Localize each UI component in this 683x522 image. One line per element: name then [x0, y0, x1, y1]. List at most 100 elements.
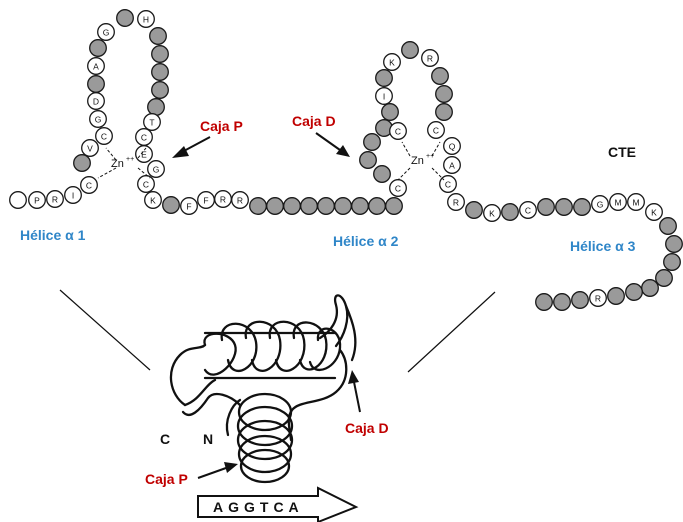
- helix-2-label: Hélice α 2: [333, 233, 399, 249]
- residue-labeled: [10, 192, 27, 209]
- residue-letter: I: [383, 92, 385, 102]
- residue-grey: [402, 42, 419, 59]
- residue-grey: [335, 198, 352, 215]
- residue-grey: [152, 82, 169, 99]
- residue-grey: [432, 68, 449, 85]
- residue-letter: K: [651, 208, 657, 218]
- residue-grey: [152, 46, 169, 63]
- helix-3-label: Hélice α 3: [570, 238, 636, 254]
- dna-half-site-arrow: AGGTCA: [198, 488, 356, 522]
- zoom-line-right: [408, 292, 495, 372]
- residue-grey: [250, 198, 267, 215]
- residue-letter: K: [489, 209, 495, 219]
- residue-letter: P: [34, 196, 40, 206]
- residue-grey: [436, 104, 453, 121]
- residue-letter: H: [143, 15, 149, 25]
- residue-letter: I: [72, 191, 74, 201]
- residue-grey: [267, 198, 284, 215]
- residue-grey: [572, 292, 589, 309]
- residue-letter: C: [141, 133, 147, 143]
- residue-letter: C: [143, 180, 149, 190]
- residue-grey: [369, 198, 386, 215]
- residue-grey: [90, 40, 107, 57]
- residue-letter: R: [237, 196, 243, 206]
- residue-grey: [163, 197, 180, 214]
- residue-grey: [152, 64, 169, 81]
- residue-grey: [150, 28, 167, 45]
- residue-letter: R: [427, 54, 433, 64]
- residue-grey: [88, 76, 105, 93]
- caja-p-arrow-bottom: [198, 462, 238, 478]
- cte-label: CTE: [608, 144, 636, 160]
- residue-grey: [436, 86, 453, 103]
- zinc-charge-2: ++: [426, 153, 434, 160]
- residue-grey: [376, 70, 393, 87]
- caja-p-arrow-top: [172, 137, 210, 158]
- residue-grey: [74, 155, 91, 172]
- zinc-ion-1: Zn: [111, 158, 124, 170]
- caja-d-arrow-top: [316, 133, 350, 157]
- residue-grey: [284, 198, 301, 215]
- residue-letter: G: [153, 165, 160, 175]
- residue-letter: C: [525, 206, 531, 216]
- residue-letter: R: [453, 198, 459, 208]
- residue-grey: [301, 198, 318, 215]
- residue-letter: A: [449, 161, 455, 171]
- residue-grey: [386, 198, 403, 215]
- residue-letter: R: [220, 195, 226, 205]
- residue-grey: [360, 152, 377, 169]
- dna-sequence: AGGTCA: [213, 499, 304, 515]
- residue-grey: [117, 10, 134, 27]
- zinc-ion-2: Zn: [411, 155, 424, 167]
- residue-letter: F: [203, 196, 208, 206]
- residue-letter: A: [93, 62, 99, 72]
- residue-letter: M: [614, 198, 621, 208]
- residue-grey: [608, 288, 625, 305]
- zoom-line-left: [60, 290, 150, 370]
- residue-grey: [574, 199, 591, 216]
- residue-grey: [148, 99, 165, 116]
- residue-letter: C: [86, 181, 92, 191]
- caja-d-label-bottom: Caja D: [345, 420, 389, 436]
- residue-letter: R: [52, 195, 58, 205]
- zinc-charge-1: ++: [126, 156, 134, 163]
- residue-letter: F: [186, 202, 191, 212]
- residue-letter: K: [150, 196, 156, 206]
- caja-d-arrow-bottom: [348, 370, 360, 412]
- residue-grey: [318, 198, 335, 215]
- residue-letter: C: [395, 127, 401, 137]
- residue-letter: T: [149, 118, 154, 128]
- residue-letter: G: [597, 200, 604, 210]
- residue-letter: V: [87, 144, 93, 154]
- zinc-coordination-lines-1: [98, 148, 150, 178]
- n-terminus-label: N: [203, 431, 213, 447]
- residue-grey: [556, 199, 573, 216]
- residue-grey: [664, 254, 681, 271]
- residue-grey: [642, 280, 659, 297]
- residue-grey: [626, 284, 643, 301]
- residue-letter: C: [101, 132, 107, 142]
- residue-letter: E: [141, 150, 147, 160]
- caja-d-label-top: Caja D: [292, 113, 336, 129]
- residue-letter: C: [445, 180, 451, 190]
- residue-letter: Q: [449, 142, 456, 152]
- residue-grey: [536, 294, 553, 311]
- residue-letter: M: [632, 198, 639, 208]
- residue-grey: [374, 166, 391, 183]
- residue-letter: G: [103, 28, 110, 38]
- residue-grey: [656, 270, 673, 287]
- residue-grey: [352, 198, 369, 215]
- residue-grey: [554, 294, 571, 311]
- caja-p-label-top: Caja P: [200, 118, 243, 134]
- residue-grey: [660, 218, 677, 235]
- residue-letter: K: [389, 58, 395, 68]
- residue-letter: C: [433, 126, 439, 136]
- helix-1-label: Hélice α 1: [20, 227, 86, 243]
- residue-grey: [666, 236, 683, 253]
- residue-grey: [382, 104, 399, 121]
- residue-letter: R: [595, 294, 601, 304]
- residue-letter: D: [93, 97, 99, 107]
- residue-grey: [466, 202, 483, 219]
- c-terminus-label: C: [160, 431, 170, 447]
